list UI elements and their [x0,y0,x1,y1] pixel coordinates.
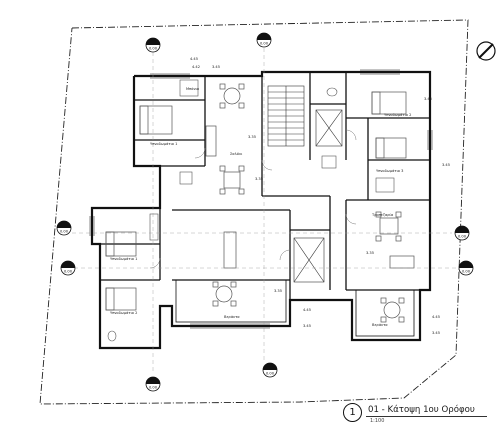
door-swings [149,129,357,269]
section-symbol [476,41,496,61]
plan-label-elev-345: 3.45 [424,97,432,101]
grid-marker-left-top: 0.00 [56,220,72,236]
building-outline [90,70,432,350]
grid-marker-left-bottom: 0.00 [60,260,76,276]
plan-label-room-balcony: Βεράντα [224,315,240,319]
grid-marker-top-mid: 0.00 [256,32,272,48]
sanitary-fixtures [107,79,395,342]
beds [105,91,407,311]
grid-marker-label: 0.00 [149,386,158,390]
title-underline [366,416,487,417]
plan-label-room-bedroom1: Υπνοδωμάτιο 1 [150,142,177,146]
view-scale: 1:100 [370,418,385,424]
view-title: 01 - Κάτοψη 1ου Ορόφου [368,405,475,415]
grid-marker-label: 0.00 [462,270,471,274]
elevator-shaft [293,109,343,283]
plan-label-room-bedroom2: Υπνοδωμάτιο 2 [110,311,137,315]
plan-label-elev-445: 4.45 [432,315,440,319]
dining-tables [212,83,405,323]
grid-marker-label: 0.00 [260,42,269,46]
plan-label-elev-335: 3.35 [274,289,282,293]
grid-marker-label: 0.00 [64,270,73,274]
plan-label-room-salon: Σαλόνι [230,152,243,156]
title-block: 1 01 - Κάτοψη 1ου Ορόφου 1:100 [341,401,491,427]
grid-marker-label: 0.00 [60,230,69,234]
grid-marker-bottom-left: 0.00 [145,376,161,392]
plan-label-elev-345: 3.45 [212,65,220,69]
staircase [267,85,305,147]
grid-marker-right-top: 0.00 [454,225,470,241]
plan-label-elev-445: 4.45 [190,57,198,61]
grid-marker-bottom-mid: 0.00 [262,362,278,378]
view-number: 1 [343,403,362,422]
plan-label-elev-345: 3.45 [442,163,450,167]
plan-label-elev-345: 3.45 [303,324,311,328]
plan-label-room-balcony: Βεράντα [372,323,388,327]
windows [89,69,433,329]
plan-label-room-bath: Μπάνιο [186,87,199,91]
plan-label-room-dining: Τραπεζαρία [371,213,394,217]
site-boundary [39,19,469,405]
grid-marker-right-bottom: 0.00 [458,260,474,276]
plan-label-room-bedroom3: Υπνοδωμάτιο 3 [376,169,403,173]
plan-label-elev-335: 3.35 [248,135,256,139]
plan-label-elev-442: 4.42 [192,65,200,69]
grid-marker-label: 0.00 [149,47,158,51]
plan-label-room-bedroom2: Υπνοδωμάτιο 2 [384,113,411,117]
balconies [175,279,415,337]
grid-marker-label: 0.00 [458,235,467,239]
grid-marker-top-left: 0.00 [145,37,161,53]
plan-label-elev-335: 3.35 [255,177,263,181]
plan-label-elev-345: 3.45 [432,331,440,335]
plan-label-elev-445: 4.45 [303,308,311,312]
grid-axes [72,48,460,372]
plan-label-elev-335: 3.35 [366,251,374,255]
plan-label-room-bedroom1: Υπνοδωμάτιο 1 [110,257,137,261]
grid-marker-label: 0.00 [266,372,275,376]
